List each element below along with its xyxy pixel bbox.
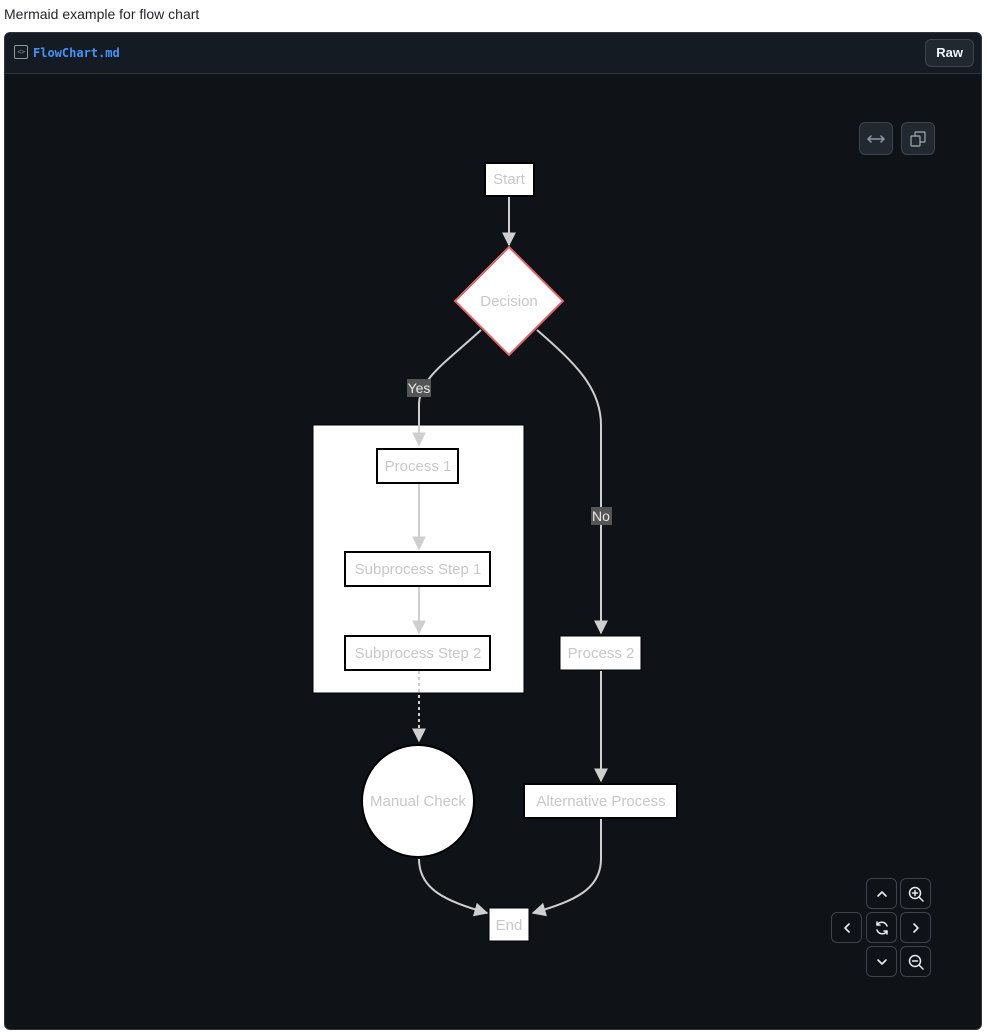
zoom-out-button[interactable] <box>900 946 931 977</box>
expand-button[interactable] <box>859 122 893 155</box>
node-substep2: Subprocess Step 2 <box>344 635 491 671</box>
node-decision: Decision <box>453 245 565 357</box>
zoom-in-button[interactable] <box>900 878 931 909</box>
code-icon: <> <box>14 45 28 59</box>
flowchart-diagram: Yes No Start Decision Process 1 Subproce… <box>312 162 678 942</box>
chevron-up-icon <box>876 890 887 897</box>
svg-text:Subprocess Step 1: Subprocess Step 1 <box>355 561 482 578</box>
node-alternative-process: Alternative Process <box>523 783 678 819</box>
svg-text:Process 2: Process 2 <box>568 645 635 662</box>
raw-button[interactable]: Raw <box>925 39 974 67</box>
arrows-horizontal-icon <box>867 134 885 143</box>
file-name-link[interactable]: FlowChart.md <box>33 46 120 60</box>
edge-decision-no <box>536 329 608 635</box>
pan-up-button[interactable] <box>866 878 897 909</box>
copy-button[interactable] <box>901 122 935 155</box>
chevron-right-icon <box>912 922 919 933</box>
pan-left-button[interactable] <box>831 912 862 943</box>
edge-alternative-end <box>531 819 602 917</box>
svg-text:Manual Check: Manual Check <box>370 793 466 810</box>
pan-right-button[interactable] <box>900 912 931 943</box>
node-process2: Process 2 <box>559 635 642 671</box>
svg-text:Start: Start <box>493 171 526 188</box>
sync-icon <box>875 920 888 935</box>
svg-text:No: No <box>592 508 610 524</box>
edge-decision-yes <box>412 329 482 447</box>
page-title: Mermaid example for flow chart <box>4 6 200 22</box>
copy-icon <box>910 130 926 147</box>
edge-manualcheck-end <box>418 858 489 917</box>
zoom-in-icon <box>908 886 924 902</box>
pan-down-button[interactable] <box>866 946 897 977</box>
chevron-down-icon <box>876 958 887 965</box>
edge-label-yes: Yes <box>407 379 431 397</box>
edge-label-no: No <box>591 507 612 525</box>
zoom-out-icon <box>908 954 924 970</box>
svg-text:Process 1: Process 1 <box>385 458 452 475</box>
svg-text:Subprocess Step 2: Subprocess Step 2 <box>355 645 482 662</box>
node-end: End <box>488 907 530 942</box>
svg-text:Yes: Yes <box>408 380 431 396</box>
node-substep1: Subprocess Step 1 <box>344 551 491 587</box>
svg-text:End: End <box>496 917 523 934</box>
node-process1: Process 1 <box>376 448 459 484</box>
file-header: <> FlowChart.md Raw <box>5 33 981 74</box>
node-start: Start <box>484 162 535 197</box>
node-manual-check: Manual Check <box>361 744 475 858</box>
svg-text:Decision: Decision <box>480 293 538 310</box>
svg-text:Alternative Process: Alternative Process <box>536 793 665 810</box>
reset-view-button[interactable] <box>866 912 897 943</box>
chevron-left-icon <box>843 922 850 933</box>
file-viewer: <> FlowChart.md Raw Yes No <box>4 32 982 1030</box>
